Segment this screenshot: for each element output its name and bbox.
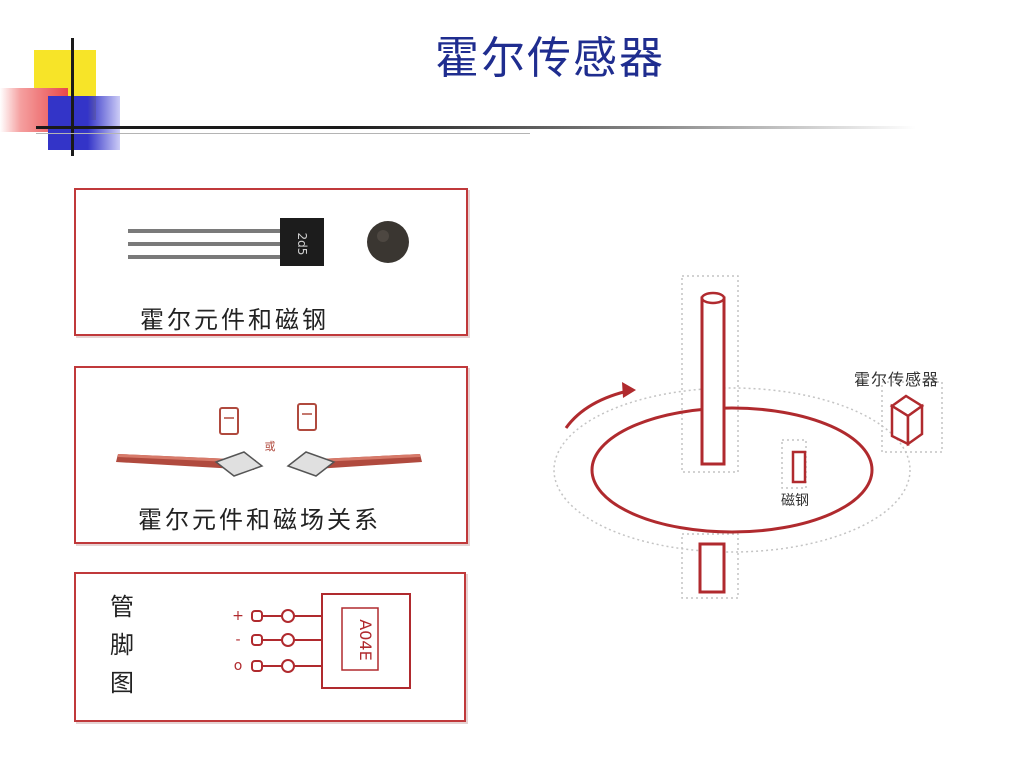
logo-blue-square xyxy=(48,96,120,150)
pin-symbol-plus: + xyxy=(232,608,244,624)
shaft xyxy=(700,291,726,466)
title-underline xyxy=(36,126,916,129)
right-hall-chip xyxy=(286,451,336,477)
left-hall-chip xyxy=(214,451,264,477)
pinout-leads xyxy=(251,609,322,673)
hall-sensor-diagram xyxy=(553,275,943,599)
relation-caption: 霍尔元件和磁场关系 xyxy=(138,506,381,534)
pin-symbol-minus: - xyxy=(235,632,240,648)
diagram-speckle-outline xyxy=(553,275,943,599)
pin-symbol-output: o xyxy=(234,658,243,674)
pinout-chip-marking: A04E xyxy=(356,619,375,660)
rotation-arrow xyxy=(564,388,633,429)
hall-chip-body xyxy=(280,218,324,266)
sensor-label: 霍尔传感器 xyxy=(854,370,940,389)
left-sensor-icon xyxy=(219,407,239,435)
relation-or-label: 或 xyxy=(265,440,276,453)
hall-chip-marking: 2d5 xyxy=(295,233,309,256)
panel-hall-element-and-magnet: 2d5 霍尔元件和磁钢 xyxy=(74,188,468,336)
field-relation-illustration: 或 xyxy=(116,403,422,477)
slide-logo xyxy=(0,30,130,160)
rotation-disc xyxy=(590,406,874,534)
component-leads xyxy=(128,229,282,259)
pin-symbols: + - o xyxy=(232,608,244,674)
page-title: 霍尔传感器 xyxy=(435,33,665,84)
panel-field-relation: 或 霍尔元件和磁场关系 xyxy=(74,366,468,544)
magnetic-steel xyxy=(791,450,807,484)
pinout-illustration: + - o A04E xyxy=(232,593,411,689)
magnet-disc xyxy=(367,221,409,263)
hall-sensor-block xyxy=(889,394,925,447)
pinout-label: 管脚图 xyxy=(110,593,134,697)
shaft-lower xyxy=(698,542,726,594)
pinout-package xyxy=(321,593,411,689)
panel-pinout: 管脚图 + - o A04E xyxy=(74,572,466,722)
steel-label: 磁钢 xyxy=(781,493,809,509)
magnet-highlight xyxy=(377,230,389,242)
title-underline-thin xyxy=(36,133,530,134)
components-caption: 霍尔元件和磁钢 xyxy=(140,306,329,334)
right-sensor-icon xyxy=(297,403,317,431)
logo-vertical-line xyxy=(71,38,74,156)
hall-element-illustration: 2d5 xyxy=(128,218,409,266)
rotation-arrowhead xyxy=(622,382,636,398)
